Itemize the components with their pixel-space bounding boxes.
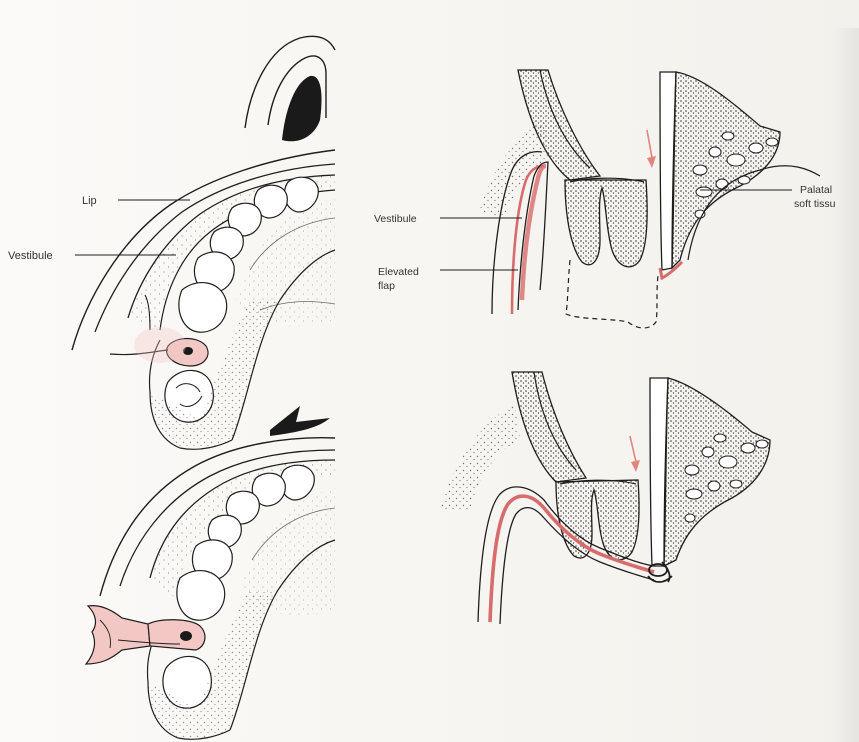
red-arrow-bottom — [631, 460, 640, 472]
label-vestibule-right: Vestibule — [374, 213, 417, 225]
label-lip: Lip — [82, 195, 97, 207]
label-palatal: Palatal — [800, 184, 832, 196]
occlusal-view-bottom — [86, 406, 335, 739]
label-flap: flap — [378, 280, 395, 292]
label-vestibule-left: Vestibule — [8, 250, 53, 262]
buccal-flap — [86, 606, 150, 664]
cross-section-bottom — [440, 372, 770, 624]
red-arrow-top — [647, 156, 656, 168]
cross-section-top: Vestibule Elevated flap Palatal soft tis… — [374, 70, 836, 328]
label-soft-tissue: soft tissu — [794, 198, 836, 210]
nostril-tip — [270, 406, 330, 436]
closed-opening — [148, 620, 205, 650]
label-elevated: Elevated — [378, 266, 419, 278]
occlusal-view-top: Lip Vestibule — [8, 36, 335, 449]
nostril-shape — [282, 76, 322, 141]
